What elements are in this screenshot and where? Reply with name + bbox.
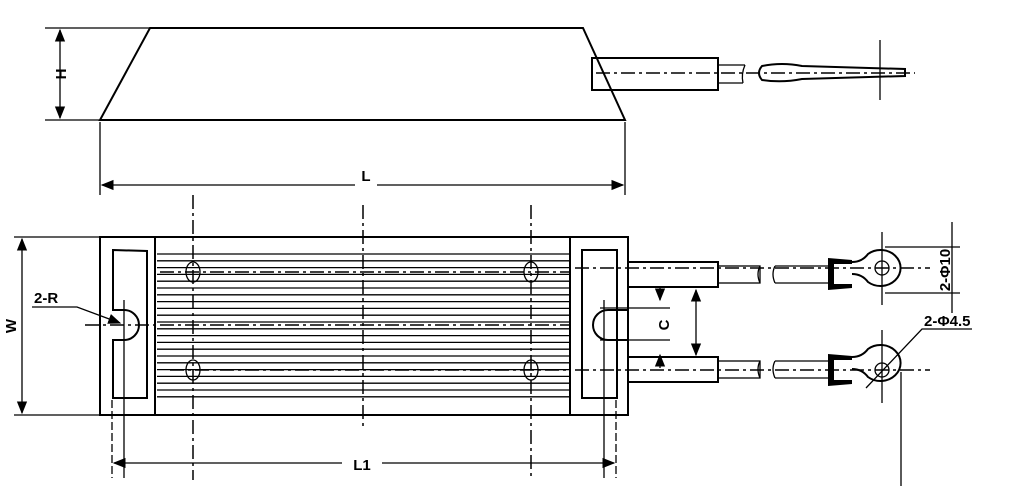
plan-view: W 2-R L1 (3, 195, 972, 486)
ring-lug (851, 344, 902, 382)
cable-sleeve (591, 57, 719, 91)
left-mounting-slot (112, 248, 148, 399)
radius-label: 2-R (34, 290, 58, 307)
housing-profile (98, 27, 627, 121)
lug-outer-diameter-label: 2-Φ10 (937, 249, 954, 291)
width-label: W (3, 318, 20, 333)
right-mounting-slot (592, 309, 628, 341)
right-end-block (581, 249, 618, 399)
lead-wire-upper (627, 249, 902, 290)
hole-leader (865, 328, 972, 389)
spacing-label: C (656, 319, 673, 330)
lug-hole-diameter-label: 2-Φ4.5 (924, 313, 971, 330)
radius-leader (32, 306, 122, 324)
lead-wire-lower (627, 344, 902, 386)
lug-side (758, 63, 906, 83)
housing-outline (99, 236, 629, 416)
height-label: H (53, 69, 70, 80)
length-label: L (361, 168, 370, 185)
cable (718, 64, 745, 84)
side-view: H L (45, 27, 915, 195)
mount-length-label: L1 (353, 457, 371, 474)
